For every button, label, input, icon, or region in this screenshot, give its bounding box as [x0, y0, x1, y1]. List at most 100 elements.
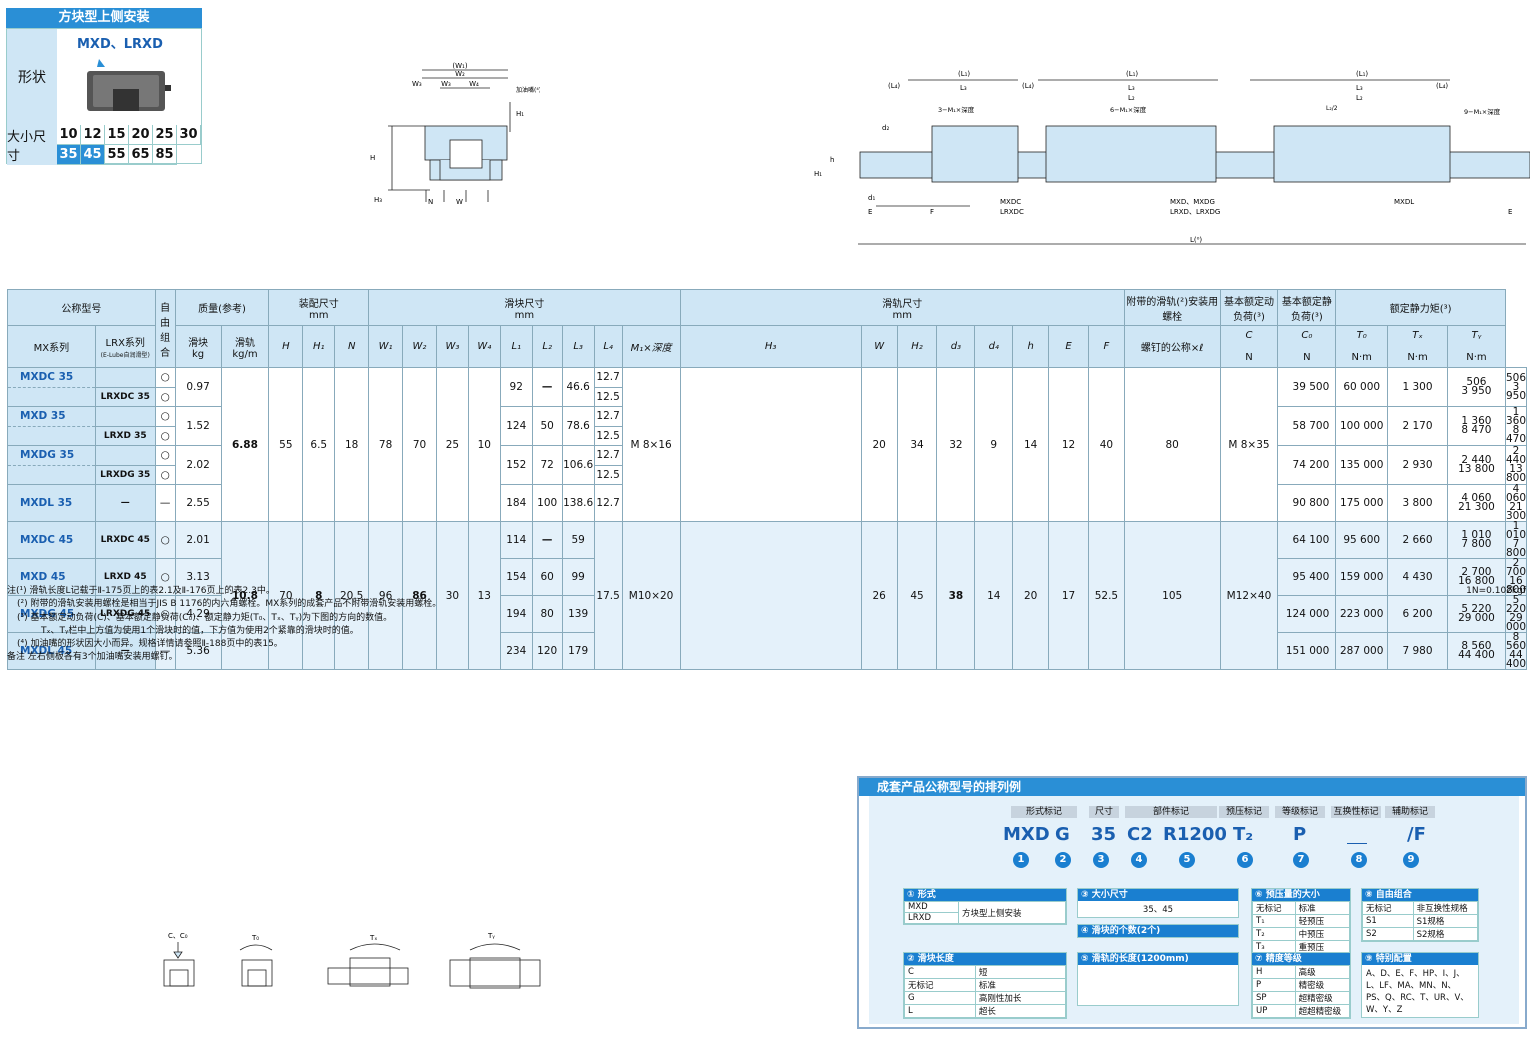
model-mx: MXDC 45 — [7, 521, 96, 559]
callout-mxdc: MXDC — [1000, 198, 1021, 206]
th-col: h — [1027, 341, 1034, 352]
cell: 39 500 — [1277, 367, 1337, 407]
th-col: M₁×深度 — [630, 343, 672, 354]
dim-l3-c: L₃ — [1356, 84, 1363, 92]
cell: 无标记 — [1362, 901, 1414, 915]
th-col: L₃ — [573, 341, 583, 352]
cell: 99 — [561, 558, 595, 596]
note-line: (²) 附带的滑轨安装用螺栓是相当于JIS B 1176的内六角螺栓。MX系列的… — [17, 599, 442, 610]
dim-l2half: L₂/2 — [1326, 105, 1338, 112]
th-col: W₁ — [378, 341, 393, 352]
cell: 12.7 — [593, 367, 623, 388]
note-line: Tₓ、Tᵧ栏中上方值为使用1个滑块时的值，下方值为使用2个紧靠的滑块时的值。 — [41, 625, 359, 636]
model-mx: MXDG 35 — [7, 445, 96, 466]
dim-l1-b: (L₁) — [1126, 70, 1138, 78]
size-option: 35 — [57, 145, 81, 165]
code-rail: R1200 — [1163, 824, 1227, 845]
size-label: 大小尺寸 — [7, 125, 57, 165]
dim-f: F — [930, 208, 934, 216]
cell: 70 — [268, 521, 304, 670]
cell — [94, 406, 156, 426]
legend-rail-title: ⑤ 滑轨的长度(1200mm) — [1078, 953, 1238, 965]
callout-lrxd: LRXD、LRXDG — [1170, 208, 1220, 216]
cell: 80 — [531, 595, 563, 633]
size-option: 55 — [105, 145, 129, 165]
cell: 100 000 — [1335, 406, 1389, 446]
section-header: 方块型上侧安装 — [6, 8, 202, 28]
load-c-label: C、C₀ — [168, 932, 188, 940]
th-c0: 基本额定静负荷(³) — [1277, 289, 1337, 326]
cell: M12×40 — [1219, 521, 1279, 670]
cell: 2.55 — [174, 484, 222, 522]
cell: 8 — [302, 521, 336, 670]
cell: S1规格 — [1412, 914, 1479, 928]
num-8: 8 — [1351, 852, 1367, 868]
cell: 17.5 — [593, 521, 623, 670]
model-mx: MXDC 35 — [7, 367, 96, 388]
cell: 3 800 — [1387, 484, 1448, 522]
cell: ○ — [154, 425, 176, 446]
th-bolt: 附带的滑轨(²)安装用螺栓 — [1123, 289, 1221, 326]
cell: 58 700 — [1277, 406, 1337, 446]
cell: 9 — [974, 367, 1014, 522]
order-example-panel: 成套产品公称型号的排列例 形式标记 尺寸 部件标记 预压标记 等级标记 互换性标… — [857, 776, 1527, 1029]
cell: 55 — [268, 367, 304, 522]
dim-d1: d₁ — [868, 194, 875, 202]
cell: ○ — [154, 386, 176, 407]
cell: 151 000 — [1277, 632, 1337, 670]
cell: 26 — [860, 521, 898, 670]
tag-preload: 预压标记 — [1219, 806, 1269, 818]
dim-l2-c: L₂ — [1356, 94, 1363, 102]
dim-n: N — [428, 198, 433, 206]
model-mx: MXD 35 — [7, 406, 96, 427]
cell: 高刚性加长 — [974, 991, 1067, 1005]
cross-section-drawing: (W₁) W₂ W₃ W₄ W₃ 加油嘴(⁴) H₁ H H₃ N W — [370, 62, 540, 206]
th-col: L₄ — [603, 341, 613, 352]
cell: 32 — [936, 367, 976, 522]
dim-l4-b: (L₄) — [1022, 82, 1034, 90]
cell: 13 — [467, 521, 501, 670]
cell: 100 — [531, 484, 563, 522]
cell: 1 300 — [1387, 367, 1448, 407]
cell: 精密级 — [1294, 978, 1351, 992]
cell — [679, 367, 862, 522]
code-grade: P — [1293, 824, 1307, 845]
callout-lrxdc: LRXDC — [1000, 208, 1024, 216]
cell: 114 — [499, 521, 533, 559]
cell: 1.52 — [174, 406, 222, 446]
cell: 139 — [561, 595, 595, 633]
cell: H — [1252, 965, 1296, 979]
cell: 超精密级 — [1294, 991, 1351, 1005]
cell: 中预压 — [1294, 927, 1351, 941]
load-direction-icons: C、C₀ T₀ Tₓ Tᵧ — [163, 932, 541, 989]
cell: 72 — [531, 445, 563, 485]
legend-form-title: ① 形式 — [904, 889, 1066, 901]
model-mx: MXD 45 — [7, 558, 96, 596]
cell: M 8×35 — [1219, 367, 1279, 522]
th-col: d₃ — [950, 341, 962, 352]
legend-special: ⑨ 特别配置 A、D、E、F、HP、I、J、L、LF、MA、MN、N、PS、Q、… — [1361, 952, 1479, 1018]
legend-size: ③ 大小尺寸 35、45 — [1077, 888, 1239, 918]
cell: 18 — [334, 367, 370, 522]
cell: 2 660 — [1387, 521, 1448, 559]
cell: 2 930 — [1387, 445, 1448, 485]
cell: 25 — [435, 367, 469, 522]
cell: 184 — [499, 484, 533, 522]
notes: 注(¹) 滑轨长度L记载于Ⅱ-175页上的表2.1及Ⅱ-176页上的表2.3中。… — [7, 585, 441, 665]
cell: 45 — [896, 521, 938, 670]
cell: 标准 — [1294, 901, 1351, 915]
cell: S2规格 — [1412, 927, 1479, 941]
cell: 10 — [467, 367, 501, 522]
note-line: (³) 基本额定动负荷(C)、基本额定静负荷(C₀)、额定静力矩(T₀、Tₓ、T… — [17, 612, 393, 623]
grease-label: 加油嘴(⁴) — [516, 86, 540, 94]
cell: 60 000 — [1335, 367, 1389, 407]
